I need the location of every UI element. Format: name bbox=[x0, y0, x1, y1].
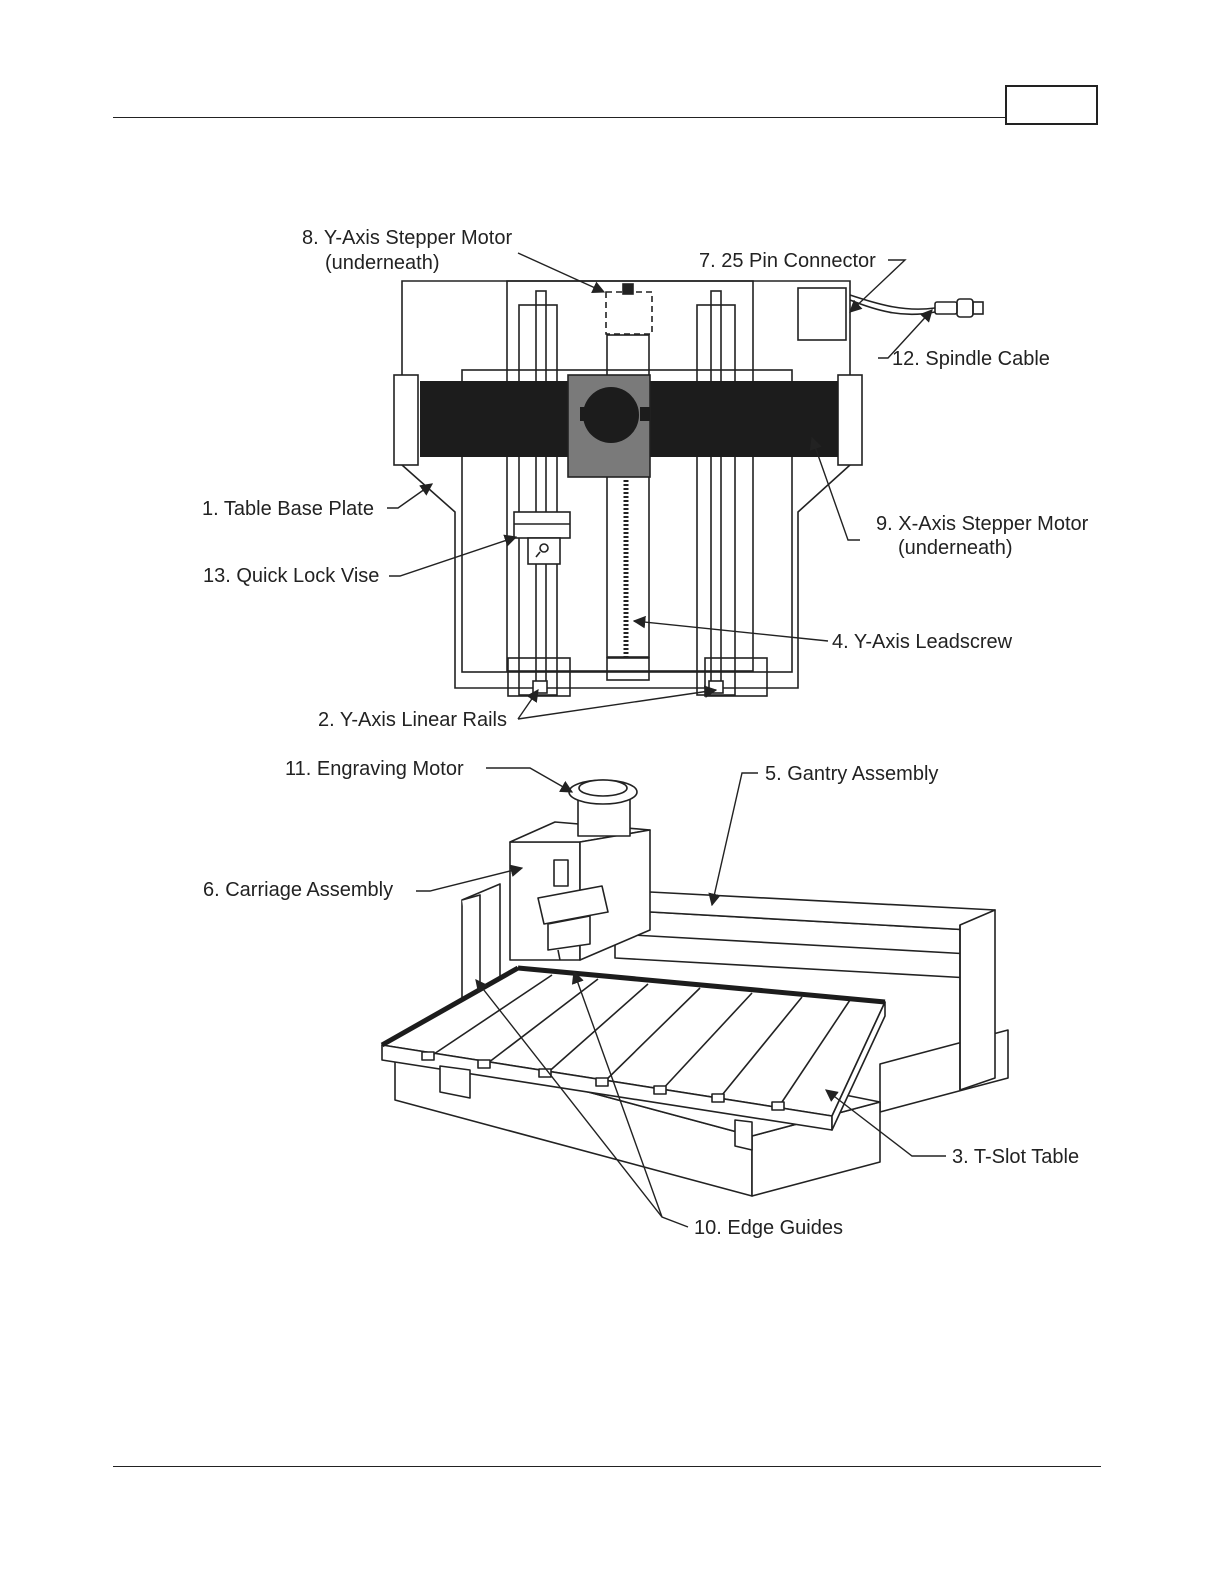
isometric-view bbox=[382, 780, 1008, 1196]
label-carriage-assembly: 6. Carriage Assembly bbox=[203, 879, 393, 901]
label-x-axis-stepper-motor-note: (underneath) bbox=[898, 537, 1013, 559]
quick-lock-vise bbox=[514, 512, 570, 564]
label-y-axis-stepper-motor-note: (underneath) bbox=[325, 252, 440, 274]
label-t-slot-table: 3. T-Slot Table bbox=[952, 1146, 1079, 1168]
label-25-pin-connector: 7. 25 Pin Connector bbox=[699, 250, 876, 272]
label-y-axis-linear-rails: 2. Y-Axis Linear Rails bbox=[318, 709, 507, 731]
label-x-axis-stepper-motor: 9. X-Axis Stepper Motor bbox=[876, 513, 1089, 535]
25-pin-connector bbox=[798, 288, 846, 340]
label-quick-lock-vise: 13. Quick Lock Vise bbox=[203, 565, 379, 587]
spindle-cable bbox=[850, 295, 983, 317]
iso-gantry-right-column bbox=[960, 910, 995, 1090]
label-edge-guides: 10. Edge Guides bbox=[694, 1217, 843, 1239]
label-gantry-assembly: 5. Gantry Assembly bbox=[765, 763, 938, 785]
label-spindle-cable: 12. Spindle Cable bbox=[892, 348, 1050, 370]
label-y-axis-stepper-motor: 8. Y-Axis Stepper Motor bbox=[302, 227, 512, 249]
y-axis-stepper-motor bbox=[606, 284, 652, 334]
label-engraving-motor: 11. Engraving Motor bbox=[285, 758, 464, 780]
label-table-base-plate: 1. Table Base Plate bbox=[202, 498, 374, 520]
footer-rule bbox=[113, 1466, 1101, 1467]
label-y-axis-leadscrew: 4. Y-Axis Leadscrew bbox=[832, 631, 1013, 653]
top-carriage-block bbox=[568, 375, 650, 477]
